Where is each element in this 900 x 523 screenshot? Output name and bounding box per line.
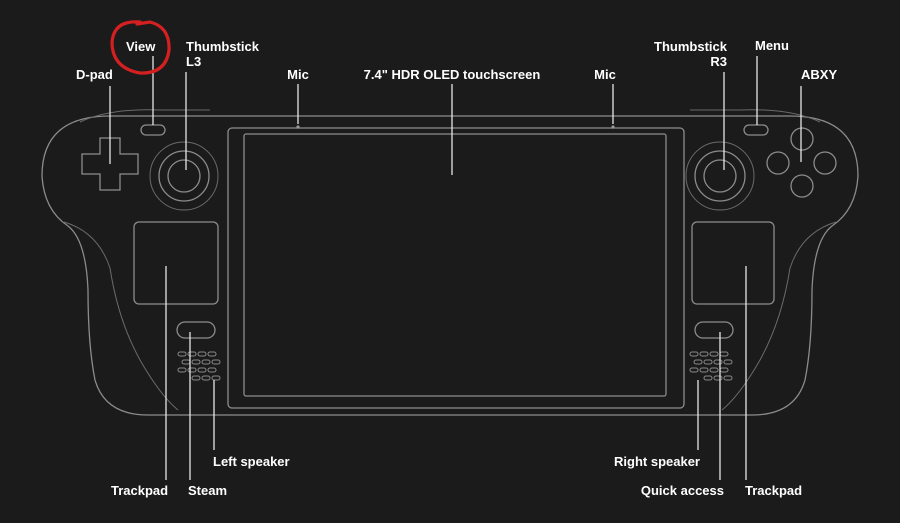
speaker-slot — [689, 367, 699, 373]
speaker-slot — [689, 351, 699, 357]
speaker-slot — [191, 375, 201, 381]
speaker-slot — [713, 375, 723, 381]
label-dpad: D-pad — [76, 67, 113, 82]
screen-bezel — [227, 127, 685, 409]
speaker-slot — [187, 351, 197, 357]
left-trackpad — [133, 221, 219, 305]
speaker-slot — [211, 359, 221, 365]
right-speaker-grille — [689, 351, 733, 381]
left-shoulder-bumper — [79, 109, 210, 123]
device-outline — [41, 115, 859, 416]
view-highlight-circle — [110, 20, 171, 75]
speaker-slot — [201, 359, 211, 365]
speaker-slot — [187, 367, 197, 373]
quick-access-button — [694, 321, 734, 339]
mic-left-hole — [296, 125, 300, 129]
label-view: View — [126, 39, 156, 54]
label-quick-access: Quick access — [641, 483, 724, 498]
label-thumbstick-l3-sub: L3 — [186, 54, 201, 69]
right-thumbstick-ring-inner — [694, 150, 746, 202]
speaker-slot — [693, 359, 703, 365]
label-mic-left: Mic — [287, 67, 309, 82]
speaker-slot — [207, 351, 217, 357]
speaker-slot — [719, 367, 729, 373]
speaker-slot — [699, 351, 709, 357]
speaker-slot — [709, 367, 719, 373]
x-button — [766, 151, 790, 175]
label-thumbstick-r3: Thumbstick — [654, 39, 728, 54]
left-grip-contour — [63, 221, 179, 411]
mic-right-hole — [611, 125, 615, 129]
speaker-slot — [699, 367, 709, 373]
label-abxy: ABXY — [801, 67, 837, 82]
label-thumbstick-l3: Thumbstick — [186, 39, 260, 54]
speaker-slot — [723, 375, 733, 381]
label-left-speaker: Left speaker — [213, 454, 290, 469]
right-thumbstick-cap — [703, 159, 737, 193]
label-thumbstick-r3-sub: R3 — [710, 54, 727, 69]
label-trackpad-right: Trackpad — [745, 483, 802, 498]
menu-button — [743, 124, 769, 136]
speaker-slot — [177, 351, 187, 357]
left-thumbstick-ring — [149, 141, 219, 211]
dpad — [81, 137, 139, 191]
label-mic-right: Mic — [594, 67, 616, 82]
label-screen: 7.4" HDR OLED touchscreen — [364, 67, 541, 82]
right-shoulder-bumper — [690, 109, 821, 123]
a-button — [790, 174, 814, 198]
label-steam: Steam — [188, 483, 227, 498]
left-speaker-grille — [177, 351, 221, 381]
speaker-slot — [197, 367, 207, 373]
speaker-slot — [197, 351, 207, 357]
speaker-slot — [177, 367, 187, 373]
speaker-slot — [709, 351, 719, 357]
speaker-slot — [719, 351, 729, 357]
y-button — [790, 127, 814, 151]
b-button — [813, 151, 837, 175]
right-trackpad — [691, 221, 775, 305]
right-thumbstick-ring — [685, 141, 755, 211]
left-thumbstick-ring-inner — [158, 150, 210, 202]
right-grip-contour — [721, 221, 837, 411]
speaker-slot — [723, 359, 733, 365]
speaker-slot — [703, 359, 713, 365]
label-right-speaker: Right speaker — [614, 454, 700, 469]
speaker-slot — [211, 375, 221, 381]
label-menu: Menu — [755, 38, 789, 53]
speaker-slot — [207, 367, 217, 373]
speaker-slot — [201, 375, 211, 381]
steam-button — [176, 321, 216, 339]
speaker-slot — [713, 359, 723, 365]
label-trackpad-left: Trackpad — [111, 483, 168, 498]
speaker-slot — [703, 375, 713, 381]
speaker-slot — [181, 359, 191, 365]
view-button — [140, 124, 166, 136]
speaker-slot — [191, 359, 201, 365]
left-thumbstick-cap — [167, 159, 201, 193]
touchscreen — [243, 133, 667, 397]
